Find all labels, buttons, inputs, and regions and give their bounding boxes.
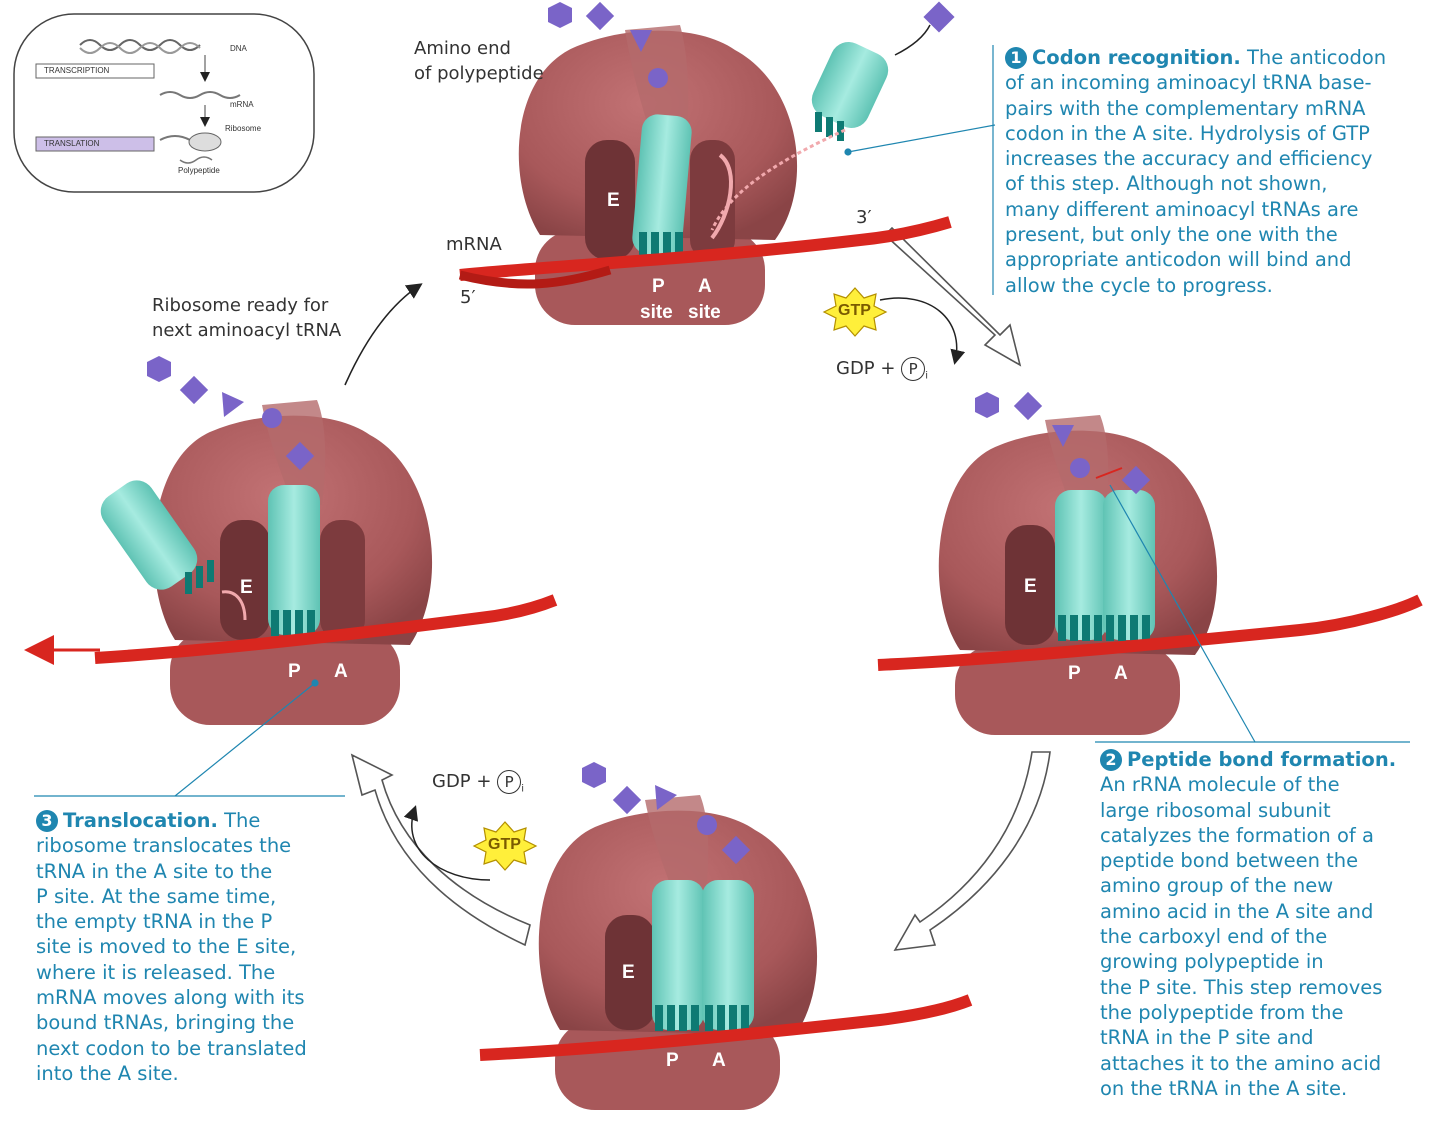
leader-lines bbox=[34, 45, 1410, 797]
step3-line: next codon to be translated bbox=[36, 1036, 307, 1060]
site-a-left: A bbox=[334, 661, 348, 682]
step2-line: peptide bond between the bbox=[1100, 849, 1359, 873]
site-word-p-top: site bbox=[640, 302, 673, 323]
inset-translation-label: TRANSLATION bbox=[44, 139, 100, 148]
step3-line: P site. At the same time, bbox=[36, 884, 277, 908]
site-p-top: P bbox=[652, 276, 665, 297]
step2-line: the P site. This step removes bbox=[1100, 975, 1383, 999]
step3-line: ribosome translocates the bbox=[36, 834, 292, 858]
mrna-label: mRNA bbox=[446, 234, 502, 255]
site-p-right: P bbox=[1068, 663, 1081, 684]
step2-line: growing polypeptide in bbox=[1100, 950, 1324, 974]
pi-subscript: i bbox=[925, 370, 928, 382]
mrna-bottom bbox=[479, 994, 973, 1061]
amino-end-line-2: of polypeptide bbox=[414, 63, 544, 84]
site-p-bottom: P bbox=[666, 1050, 679, 1071]
pi-subscript: i bbox=[521, 783, 524, 795]
gtp-label-bottom: GTP bbox=[488, 836, 521, 853]
step2-line: on the tRNA in the A site. bbox=[1100, 1076, 1348, 1100]
step1-line: appropriate anticodon will bind and bbox=[1005, 248, 1352, 272]
site-e-top: E bbox=[607, 190, 620, 211]
step2-title: Peptide bond formation. bbox=[1127, 748, 1397, 771]
ribosome-left bbox=[100, 356, 433, 725]
step2-number: 2 bbox=[1100, 749, 1122, 771]
step1-line: of this step. Although not shown, bbox=[1005, 172, 1328, 196]
step1-number: 1 bbox=[1005, 47, 1027, 69]
mrna-left bbox=[94, 594, 558, 664]
amino-end-label: Amino end of polypeptide bbox=[414, 36, 544, 86]
ribosome-bottom bbox=[538, 762, 818, 1110]
gtp-star-bottom bbox=[472, 821, 538, 871]
step2-line: attaches it to the amino acid bbox=[1100, 1051, 1382, 1075]
mrna-top bbox=[458, 216, 952, 289]
step3-line: the empty tRNA in the P bbox=[36, 910, 273, 934]
step1-line: allow the cycle to progress. bbox=[1005, 273, 1273, 297]
step1-title: Codon recognition. bbox=[1032, 46, 1241, 69]
five-prime-label: 5′ bbox=[460, 287, 476, 308]
site-word-a-top: site bbox=[688, 302, 721, 323]
site-a-top: A bbox=[698, 276, 712, 297]
ribosome-right bbox=[938, 391, 1218, 735]
step3-title: Translocation. bbox=[63, 809, 218, 832]
step3-line: The bbox=[224, 809, 261, 832]
step3-line: site is moved to the E site, bbox=[36, 935, 297, 959]
step3-line: into the A site. bbox=[36, 1061, 179, 1085]
inset-dna-label: DNA bbox=[230, 44, 247, 53]
phosphate-circle: P bbox=[901, 357, 926, 381]
site-p-left: P bbox=[288, 661, 301, 682]
three-prime-label: 3′ bbox=[856, 207, 872, 228]
step2-line: An rRNA molecule of the bbox=[1100, 773, 1340, 797]
step2-line: catalyzes the formation of a bbox=[1100, 823, 1374, 847]
incoming-trna bbox=[710, 1, 955, 231]
step2-line: large ribosomal subunit bbox=[1100, 798, 1331, 822]
cycle-arrows bbox=[23, 226, 1051, 951]
step3-number: 3 bbox=[36, 810, 58, 832]
site-e-bottom: E bbox=[622, 962, 635, 983]
step1-line: codon in the A site. Hydrolysis of GTP bbox=[1005, 121, 1370, 145]
site-a-right: A bbox=[1114, 663, 1128, 684]
phosphate-circle: P bbox=[497, 770, 522, 794]
step2-line: tRNA in the P site and bbox=[1100, 1026, 1314, 1050]
amino-end-line-1: Amino end bbox=[414, 38, 511, 59]
step1-line: pairs with the complementary mRNA bbox=[1005, 96, 1366, 120]
step2-line: the polypeptide from the bbox=[1100, 1000, 1344, 1024]
inset-polypeptide-label: Polypeptide bbox=[178, 166, 220, 175]
ribosome-ready-line-1: Ribosome ready for bbox=[152, 295, 329, 316]
mrna-right bbox=[877, 594, 1423, 671]
overview-inset bbox=[13, 13, 315, 193]
gdp-text: GDP + bbox=[836, 358, 896, 379]
ribosome-ready-label: Ribosome ready for next aminoacyl tRNA bbox=[152, 293, 341, 343]
step1-line: many different aminoacyl tRNAs are bbox=[1005, 197, 1359, 221]
step1-line: increases the accuracy and efficiency bbox=[1005, 147, 1373, 171]
step1-line: present, but only the one with the bbox=[1005, 223, 1338, 247]
gtp-label-top: GTP bbox=[838, 302, 871, 319]
site-a-bottom: A bbox=[712, 1050, 726, 1071]
step2-line: amino acid in the A site and bbox=[1100, 899, 1374, 923]
inset-transcription-label: TRANSCRIPTION bbox=[44, 66, 110, 75]
ribosome-ready-line-2: next aminoacyl tRNA bbox=[152, 320, 342, 341]
step3-line: mRNA moves along with its bbox=[36, 986, 305, 1010]
step2-line: the carboxyl end of the bbox=[1100, 925, 1328, 949]
step3-line: bound tRNAs, bringing the bbox=[36, 1011, 295, 1035]
step1-line: The anticodon bbox=[1246, 46, 1387, 69]
step3-line: where it is released. The bbox=[36, 960, 276, 984]
site-e-left: E bbox=[240, 577, 253, 598]
step1-line: of an incoming aminoacyl tRNA base- bbox=[1005, 71, 1372, 95]
inset-mrna-label: mRNA bbox=[230, 100, 254, 109]
gtp-star-top bbox=[822, 287, 888, 337]
gdp-text: GDP + bbox=[432, 771, 492, 792]
site-e-right: E bbox=[1024, 576, 1037, 597]
step3-line: tRNA in the A site to the bbox=[36, 859, 273, 883]
step2-line: amino group of the new bbox=[1100, 874, 1334, 898]
inset-ribosome-label: Ribosome bbox=[225, 124, 262, 133]
